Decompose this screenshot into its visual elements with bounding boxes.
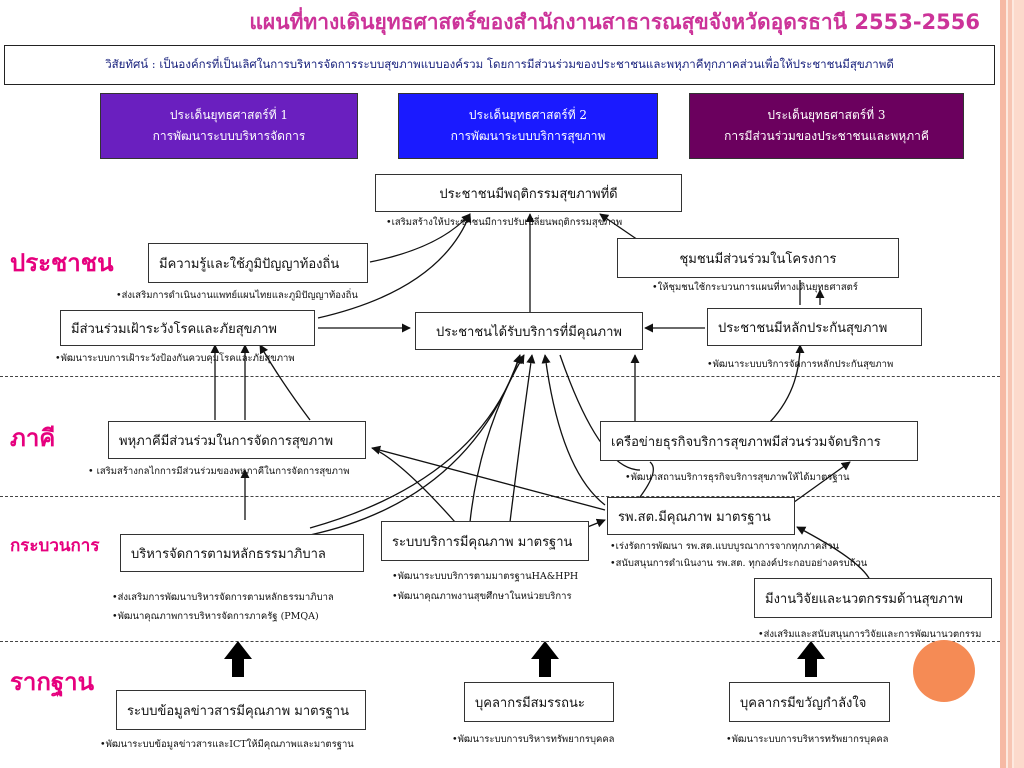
note-service-1: •พัฒนาระบบบริการตามมาตรฐานHA&HPH: [392, 571, 579, 582]
note-morale-staff: •พัฒนาระบบการบริหารทรัพยากรบุคคล: [726, 734, 889, 745]
box-partners-manage: พหุภาคีมีส่วนร่วมในการจัดการสุขภาพ: [108, 421, 366, 459]
stripe-2: [1008, 0, 1012, 768]
up-arrow-icon-info: [224, 641, 252, 677]
stripe-1: [1000, 0, 1006, 768]
connector-lines: [210, 213, 871, 581]
stripe-3: [1014, 0, 1024, 768]
note-hospital-1: •เร่งรัดการพัฒนา รพ.สต.แบบบูรณาการจากทุก…: [610, 541, 840, 552]
decorative-circle: [913, 640, 975, 702]
box-surveillance: มีส่วนร่วมเฝ้าระวังโรคและภัยสุขภาพ: [60, 310, 315, 346]
note-surveillance: •พัฒนาระบบการเฝ้าระวังป้องกันควบคุมโรคแล…: [55, 353, 295, 364]
strategy-map-canvas: แผนที่ทางเดินยุทธศาสตร์ของสำนักงานสาธารณ…: [0, 0, 1000, 768]
note-insurance: •พัฒนาระบบบริการจัดการหลักประกันสุขภาพ: [707, 359, 894, 370]
up-arrow-icon-competent: [531, 641, 559, 677]
note-network: •พัฒนาสถานบริการธุรกิจบริการสุขภาพให้ได้…: [625, 472, 850, 483]
box-community-participation: ชุมชนมีส่วนร่วมในโครงการ: [617, 238, 899, 278]
level-label-partners: ภาคี: [10, 424, 56, 452]
box-hospital: รพ.สต.มีคุณภาพ มาตรฐาน: [607, 497, 795, 535]
note-partners-manage: • เสริมสร้างกลไกการมีส่วนร่วมของพหุภาคีใ…: [88, 466, 350, 477]
box-research: มีงานวิจัยและนวตกรรมด้านสุขภาพ: [754, 578, 992, 618]
note-info-system: •พัฒนาระบบข้อมูลข่าวสารและICTให้มีคุณภาพ…: [100, 739, 354, 750]
separator-partners-process: [0, 496, 1000, 497]
level-label-people: ประชาชน: [10, 249, 114, 277]
strategy-3-name: การมีส่วนร่วมของประชาชนและพหุภาคี: [724, 129, 929, 143]
strategy-3-number: ประเด็นยุทธศาสตร์ที่ 3: [767, 108, 886, 122]
strategy-1-name: การพัฒนาระบบบริหารจัดการ: [152, 129, 306, 143]
box-network: เครือข่ายธุรกิจบริการสุขภาพมีส่วนร่วมจัด…: [600, 421, 918, 461]
separator-process-foundation: [0, 641, 1000, 642]
note-hospital-2: •สนับสนุนการดำเนินงาน รพ.สต. ทุกองค์ประก…: [610, 558, 868, 569]
strategy-2-box: ประเด็นยุทธศาสตร์ที่ 2 การพัฒนาระบบบริกา…: [398, 93, 658, 159]
box-service-system: ระบบบริการมีคุณภาพ มาตรฐาน: [381, 521, 589, 561]
box-governance: บริหารจัดการตามหลักธรรมาภิบาล: [120, 534, 364, 572]
note-competent-staff: •พัฒนาระบบการบริหารทรัพยากรบุคคล: [452, 734, 615, 745]
box-competent-staff: บุคลากรมีสมรรถนะ: [464, 682, 614, 722]
note-local-wisdom: •ส่งเสริมการดำเนินงานแพทย์แผนไทยและภูมิป…: [116, 290, 358, 301]
box-quality-service: ประชาชนได้รับบริการที่มีคุณภาพ: [415, 312, 643, 350]
note-research: •ส่งเสริมและสนับสนุนการวิจัยและการพัฒนาน…: [758, 629, 982, 640]
level-label-foundation: รากฐาน: [10, 668, 95, 696]
level-label-process: กระบวนการ: [10, 536, 100, 556]
page-title: แผนที่ทางเดินยุทธศาสตร์ของสำนักงานสาธารณ…: [249, 10, 980, 34]
box-morale-staff: บุคลากรมีขวัญกำลังใจ: [729, 682, 890, 722]
strategy-1-number: ประเด็นยุทธศาสตร์ที่ 1: [169, 108, 289, 122]
strategy-2-number: ประเด็นยุทธศาสตร์ที่ 2: [468, 108, 588, 122]
up-arrow-icon-morale: [797, 641, 825, 677]
note-good-behavior: •เสริมสร้างให้ประชาชนมีการปรับเปลี่ยนพฤต…: [386, 217, 623, 228]
strategy-2-name: การพัฒนาระบบบริการสุขภาพ: [450, 129, 606, 143]
note-governance-2: •พัฒนาคุณภาพการบริหารจัดการภาครัฐ (PMQA): [112, 611, 319, 622]
note-governance-1: •ส่งเสริมการพัฒนาบริหารจัดการตามหลักธรรม…: [112, 592, 334, 603]
box-good-behavior: ประชาชนมีพฤติกรรมสุขภาพที่ดี: [375, 174, 682, 212]
box-insurance: ประชาชนมีหลักประกันสุขภาพ: [707, 308, 922, 346]
separator-people-partners: [0, 376, 1000, 377]
note-community-participation: •ให้ชุมชนใช้กระบวนการแผนที่ทางเดินยุทธศา…: [652, 282, 858, 293]
strategy-3-box: ประเด็นยุทธศาสตร์ที่ 3 การมีส่วนร่วมของป…: [689, 93, 964, 159]
box-local-wisdom: มีความรู้และใช้ภูมิปัญญาท้องถิ่น: [148, 243, 368, 283]
vision-statement: วิสัยทัศน์ : เป็นองค์กรที่เป็นเลิศในการบ…: [4, 45, 995, 85]
box-info-system: ระบบข้อมูลข่าวสารมีคุณภาพ มาตรฐาน: [116, 690, 366, 730]
strategy-1-box: ประเด็นยุทธศาสตร์ที่ 1 การพัฒนาระบบบริหา…: [100, 93, 358, 159]
note-service-2: •พัฒนาคุณภาพงานสุขศึกษาในหน่วยบริการ: [392, 591, 572, 602]
